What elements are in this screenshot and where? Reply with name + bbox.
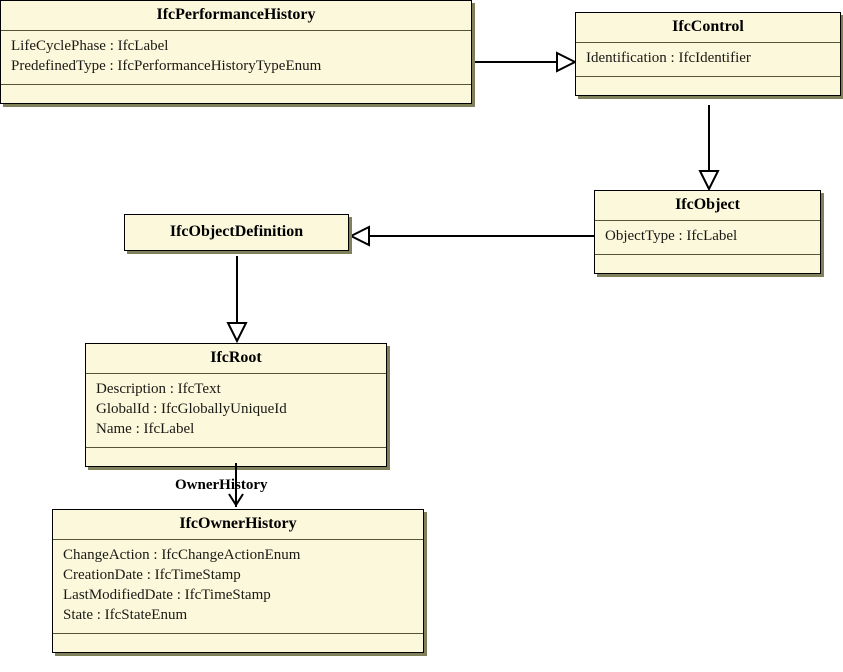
attribute-row: CreationDate : IfcTimeStamp [63,567,241,584]
attribute-row: Description : IfcText [96,381,221,398]
attribute-row: ObjectType : IfcLabel [605,228,738,245]
class-name-ifcroot: IfcRoot [86,344,386,374]
class-operations-ifcroot [86,447,386,467]
class-operations-ifcperformancehistory [1,84,471,104]
class-box-ifcobject[interactable]: IfcObject ObjectType : IfcLabel [594,190,821,275]
arrowhead-hollow-triangle-down-root [226,322,248,344]
edge-object-to-objectdefinition [352,235,595,237]
edge-perf-to-control [472,61,569,63]
attribute-row: LastModifiedDate : IfcTimeStamp [63,587,271,604]
class-name-ifcobjectdefinition: IfcObjectDefinition [125,215,348,251]
attribute-row: ChangeAction : IfcChangeActionEnum [63,547,301,564]
arrowhead-hollow-triangle-right [556,51,578,73]
class-name-ifcownerhistory: IfcOwnerHistory [53,510,423,540]
attribute-row: State : IfcStateEnum [63,607,188,624]
attribute-row: Identification : IfcIdentifier [586,50,751,67]
class-attributes-ifcperformancehistory: LifeCyclePhase : IfcLabel PredefinedType… [1,30,471,85]
class-operations-ifcownerhistory [53,633,423,653]
class-operations-ifccontrol [576,76,840,96]
edge-control-to-object [708,105,710,185]
class-attributes-ifcownerhistory: ChangeAction : IfcChangeActionEnum Creat… [53,539,423,634]
class-name-ifcperformancehistory: IfcPerformanceHistory [1,1,471,31]
edge-root-to-ownerhistory [235,463,237,507]
class-box-ifcroot[interactable]: IfcRoot Description : IfcText GlobalId :… [85,343,387,468]
class-attributes-ifcroot: Description : IfcText GlobalId : IfcGlob… [86,373,386,448]
class-name-ifcobject: IfcObject [595,191,820,221]
edge-label-ownerhistory: OwnerHistory [175,477,268,493]
class-box-ifcobjectdefinition[interactable]: IfcObjectDefinition [124,214,349,252]
class-attributes-ifcobject: ObjectType : IfcLabel [595,220,820,255]
class-operations-ifcobject [595,254,820,274]
class-attributes-ifccontrol: Identification : IfcIdentifier [576,42,840,77]
edge-objectdefinition-to-root [236,256,238,336]
attribute-row: Name : IfcLabel [96,421,195,438]
arrowhead-hollow-triangle-left [348,225,370,247]
class-box-ifccontrol[interactable]: IfcControl Identification : IfcIdentifie… [575,12,841,97]
class-name-ifccontrol: IfcControl [576,13,840,43]
arrowhead-open-arrow-down [228,493,244,507]
arrowhead-hollow-triangle-down-object [698,170,720,192]
class-box-ifcperformancehistory[interactable]: IfcPerformanceHistory LifeCyclePhase : I… [0,0,472,105]
attribute-row: GlobalId : IfcGloballyUniqueId [96,401,287,418]
class-box-ifcownerhistory[interactable]: IfcOwnerHistory ChangeAction : IfcChange… [52,509,424,654]
attribute-row: PredefinedType : IfcPerformanceHistoryTy… [11,58,322,75]
attribute-row: LifeCyclePhase : IfcLabel [11,38,169,55]
